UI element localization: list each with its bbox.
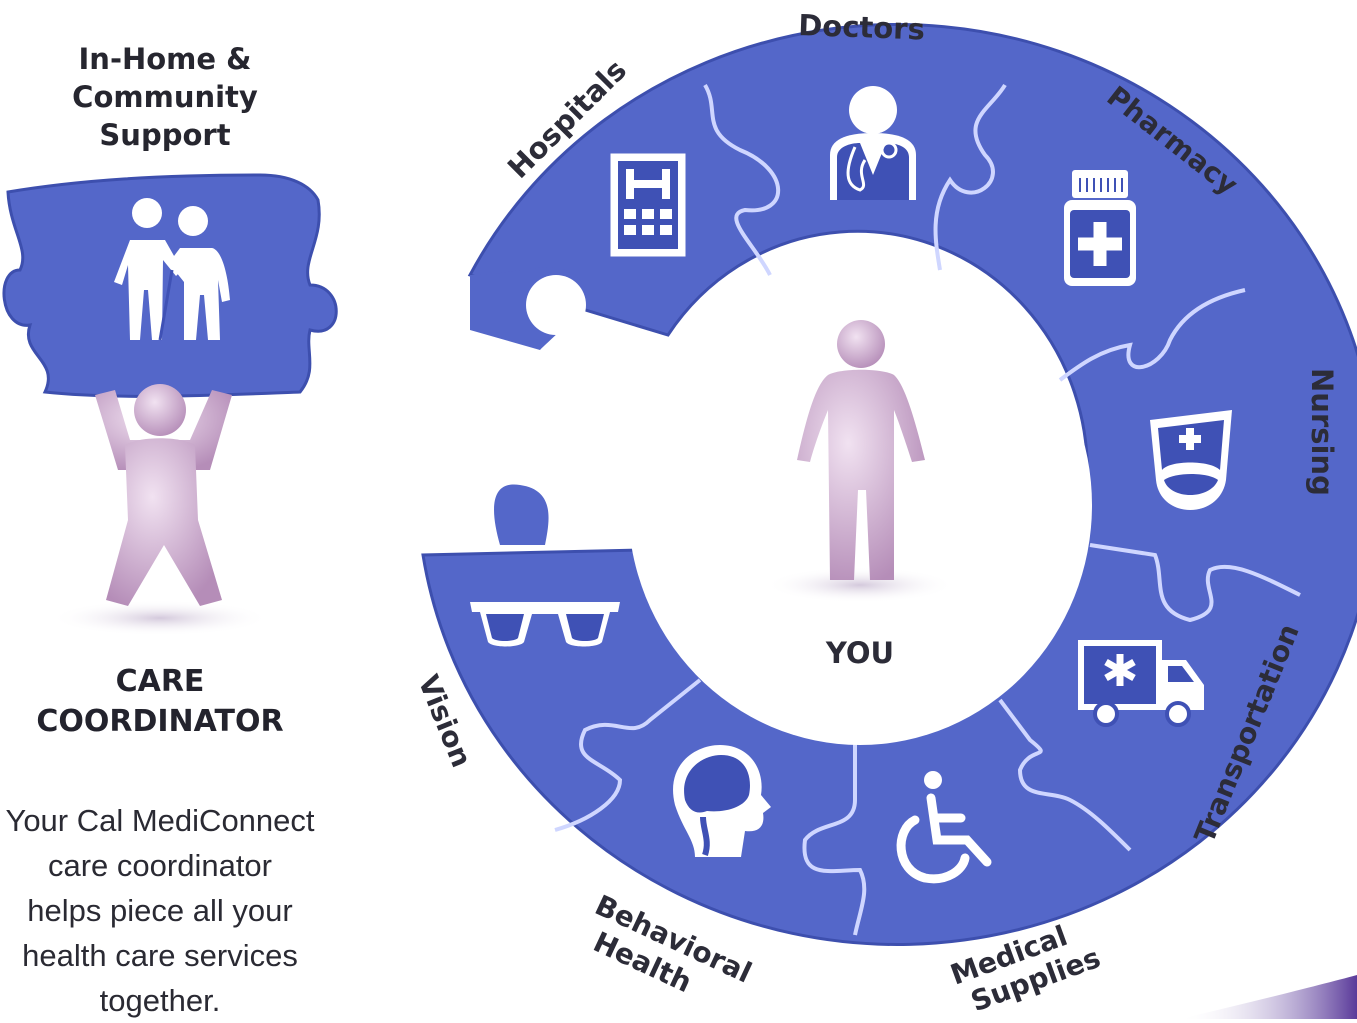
eyeglasses-icon [470, 602, 620, 647]
corner-accent [1180, 975, 1357, 1019]
description-line-5: together. [99, 983, 221, 1018]
segment-label-doctors: Doctors [798, 8, 926, 46]
segment-label-nursing: Nursing [1305, 368, 1339, 496]
hospitals-knob [526, 275, 586, 335]
nurse-cap-icon [1150, 410, 1232, 510]
title-line-1: CARE [115, 664, 205, 699]
wheelchair-icon [896, 771, 992, 884]
coordinator-shadow [50, 600, 270, 636]
ring-seams [554, 83, 1301, 936]
center-label-you: YOU [825, 636, 894, 670]
care-coordinator-puzzle [2, 173, 338, 636]
top-label-line-1: In-Home & [78, 42, 252, 76]
you-body [797, 369, 925, 580]
brain-head-icon [673, 745, 771, 857]
you-shadow [765, 567, 955, 603]
center-disc [628, 265, 1092, 745]
description-line-1: Your Cal MediConnect [5, 803, 315, 838]
description-line-4: health care services [22, 938, 298, 973]
title-line-2: COORDINATOR [36, 704, 284, 739]
community-support-icon [114, 198, 230, 341]
description-line-3: helps piece all your [27, 893, 293, 928]
you-head [837, 320, 885, 368]
care-coordinator-title: CARE COORDINATOR [20, 662, 300, 742]
care-coordinator-figure [50, 384, 270, 636]
hospital-building-icon [610, 153, 686, 257]
top-label-line-3: Support [99, 118, 231, 152]
top-label-line-2: Community [72, 80, 258, 114]
ambulance-icon [1078, 640, 1204, 727]
coordinator-head [134, 384, 186, 436]
in-home-community-support-label: In-Home & Community Support [40, 40, 290, 154]
doctor-stethoscope-icon [830, 86, 916, 200]
care-coordinator-description: Your Cal MediConnect care coordinator he… [0, 798, 330, 1023]
medicine-bottle-icon [1064, 170, 1136, 286]
coordinator-body [106, 438, 222, 606]
you-figure [765, 320, 955, 603]
vision-nub [494, 484, 549, 545]
description-line-2: care coordinator [47, 848, 272, 883]
